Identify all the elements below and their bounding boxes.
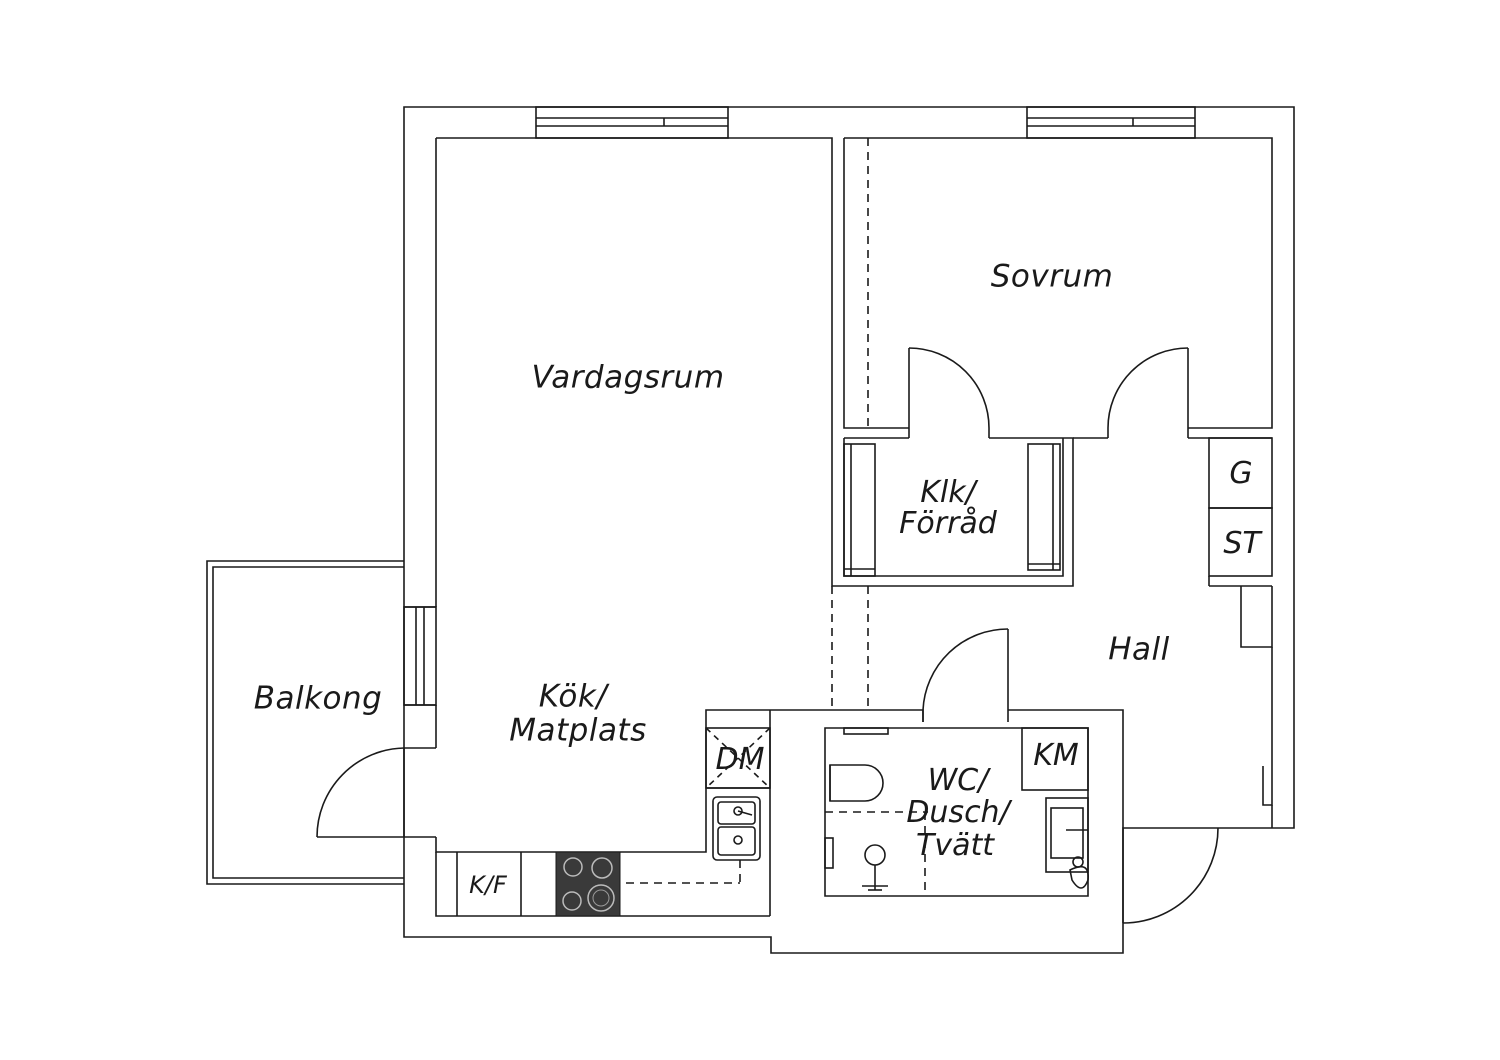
room-label-vardagsrum: Vardagsrum xyxy=(531,359,725,396)
room-label-wc-line3: Tvätt xyxy=(916,828,994,863)
fixture-label-kf: K/F xyxy=(469,871,507,899)
room-label-balkong: Balkong xyxy=(253,680,383,717)
living-room-walls xyxy=(436,137,1074,587)
entrance-door xyxy=(1122,827,1219,924)
closet-door xyxy=(844,347,990,439)
fixture-label-dm: DM xyxy=(715,742,765,777)
window-living-top xyxy=(535,106,729,139)
fixture-label-km: KM xyxy=(1033,738,1079,773)
room-label-klk-line1: Klk/ xyxy=(920,475,976,510)
balcony-door xyxy=(316,747,405,838)
room-label-hall: Hall xyxy=(1108,631,1170,668)
closet xyxy=(843,438,1064,577)
room-label-klk-line2: Förråd xyxy=(899,506,997,541)
bedroom-walls xyxy=(844,137,1273,429)
bathroom xyxy=(824,628,1124,897)
balcony xyxy=(206,560,404,885)
fixture-label-st: ST xyxy=(1223,526,1261,561)
room-label-sovrum: Sovrum xyxy=(990,258,1114,295)
room-label-wc-line1: WC/ xyxy=(927,763,989,798)
bedroom-door xyxy=(1073,347,1189,439)
fixture-label-g: G xyxy=(1229,456,1253,491)
window-bedroom-top xyxy=(1026,106,1196,139)
room-label-kok-line1: Kök/ xyxy=(538,678,608,715)
room-label-kok-line2: Matplats xyxy=(509,712,647,749)
stove xyxy=(555,851,621,917)
window-balcony xyxy=(403,606,437,706)
room-label-wc-line2: Dusch/ xyxy=(906,795,1010,830)
outer-wall xyxy=(403,106,1295,954)
